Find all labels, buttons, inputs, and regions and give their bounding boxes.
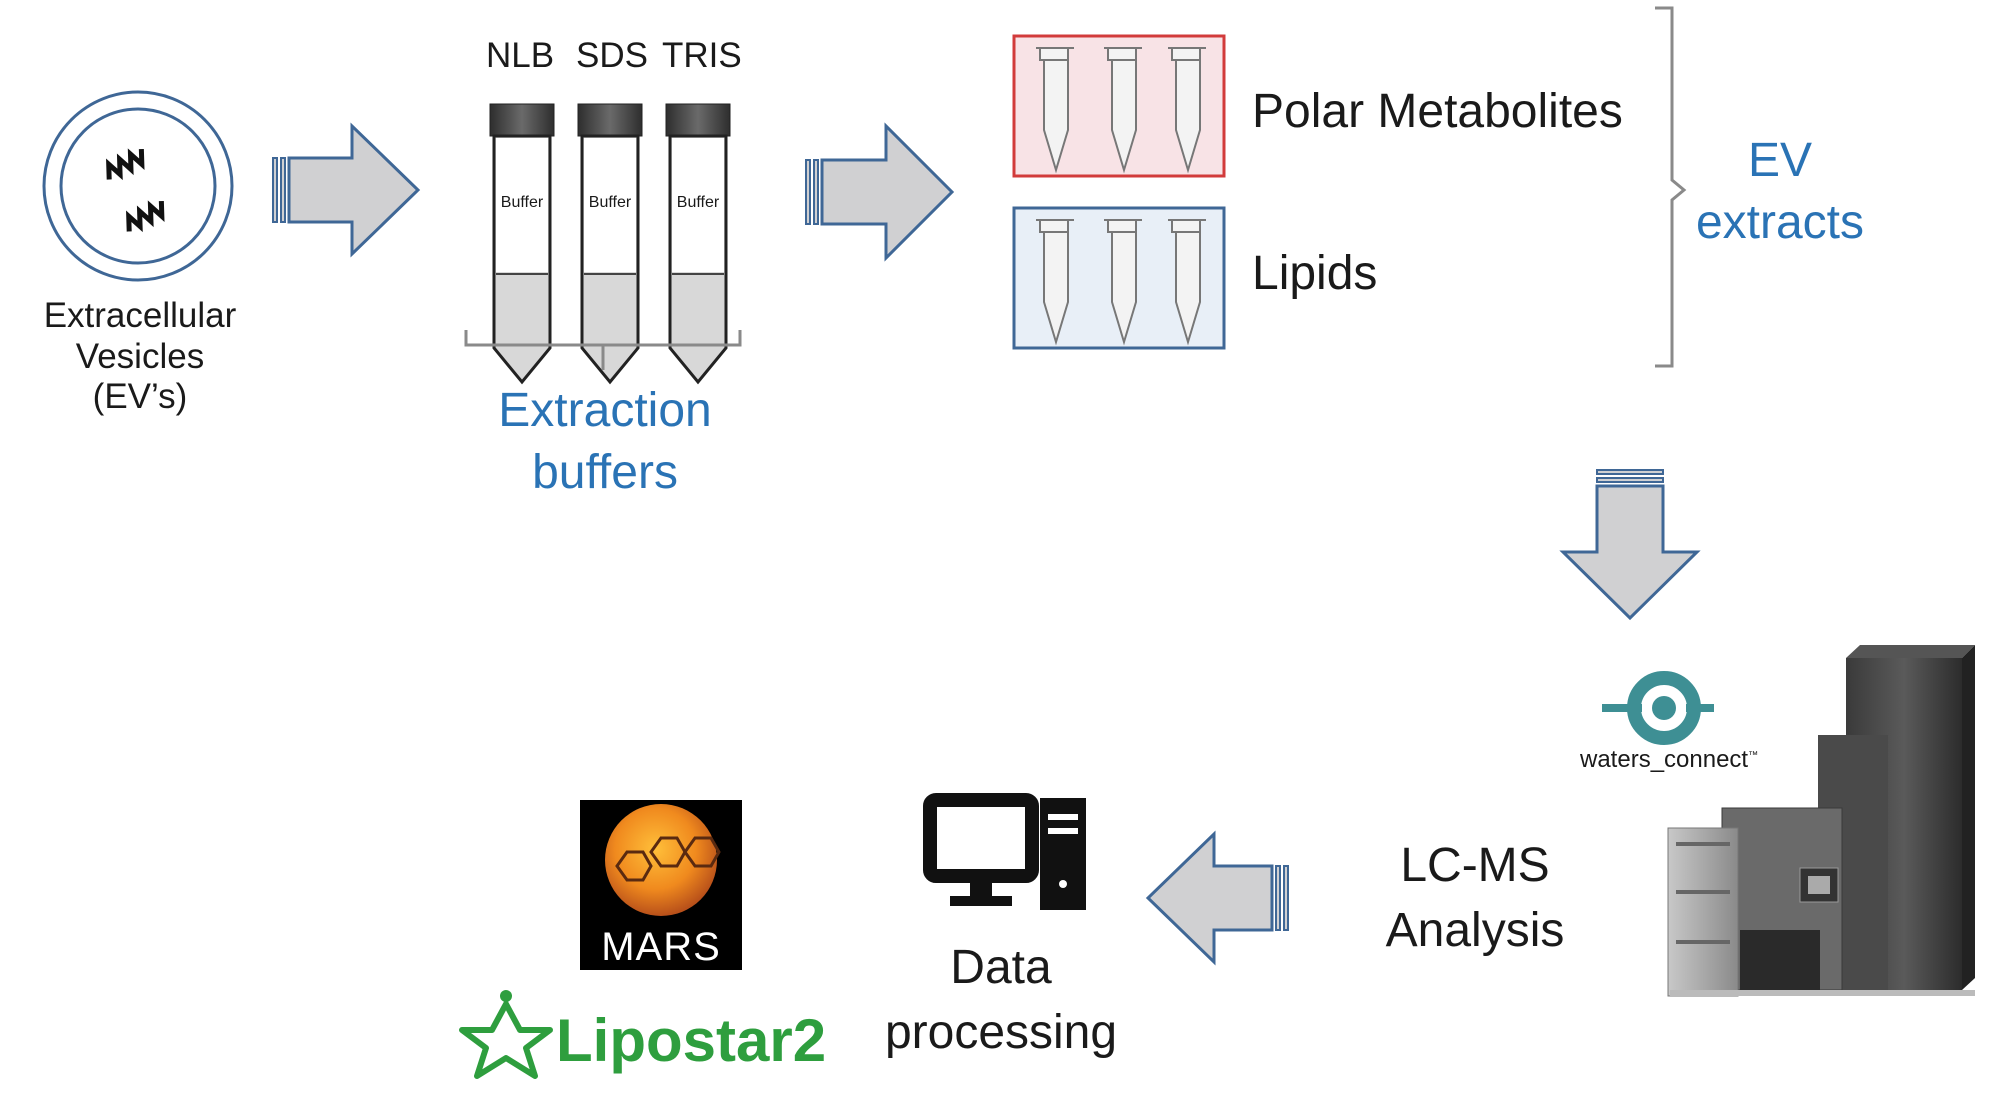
lipostar-logo-text: Lipostar2 [556,1007,827,1074]
ev-extracts-bracket [1655,6,1687,368]
tube-label: Buffer [588,194,632,211]
waters-connect-text: waters_connect™ [1580,746,1759,773]
arrow-right-icon [805,122,955,262]
arrow-right-icon [272,122,421,258]
ev-extracts-label: EV extracts [1695,134,1865,250]
lc-ms-instrument-icon [1667,645,1975,997]
buffer-name-sds: SDS [576,36,648,75]
data-processing-label: Data processing [884,941,1118,1059]
lc-ms-analysis-label: LC-MS Analysis [1385,839,1565,957]
extraction-bracket [464,330,742,370]
arrow-left-icon [1145,830,1289,966]
computer-icon [923,793,1086,910]
buffer-name-nlb: NLB [486,36,555,75]
arrow-down-icon [1559,469,1701,621]
tube-icon [665,103,731,385]
mars-logo-text: MARS [601,925,721,969]
vesicles-label: Extracellular Vesicles (EV’s) [43,296,237,417]
tube-icon [577,103,643,385]
lipostar-star-icon [459,990,553,1079]
polar-metabolites-label: Polar Metabolites [1252,85,1623,138]
polar-metabolites-box [1012,34,1226,178]
vesicle-icon [42,90,234,282]
lipids-label: Lipids [1252,247,1378,300]
buffer-name-tris: TRIS [662,36,742,75]
extraction-buffers-label: Extraction buffers [498,384,712,500]
tube-label: Buffer [676,194,720,211]
tube-label: Buffer [500,194,544,211]
lipids-box [1012,206,1226,350]
buffer-tubes [464,103,742,385]
waters-connect-logo [1602,671,1714,745]
mars-logo [580,800,742,970]
tube-icon [489,103,555,385]
